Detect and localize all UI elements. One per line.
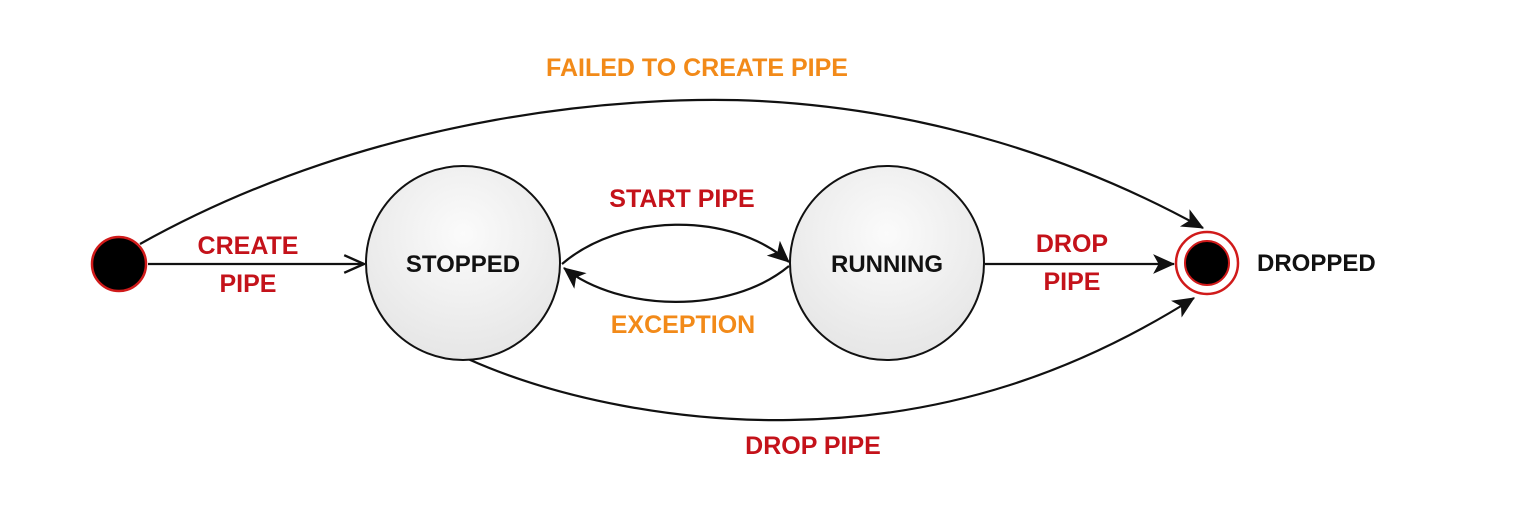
label-drop-pipe-stopped: DROP PIPE	[745, 432, 881, 460]
state-running: RUNNING	[789, 165, 985, 361]
state-dropped-label: DROPPED	[1257, 250, 1376, 277]
label-start-pipe: START PIPE	[609, 185, 754, 213]
state-stopped-label: STOPPED	[406, 251, 520, 278]
edge-failed-to-create	[139, 98, 1204, 245]
final-state-core	[1184, 240, 1230, 286]
label-failed-to-create: FAILED TO CREATE PIPE	[546, 54, 848, 82]
state-running-label: RUNNING	[831, 251, 943, 278]
initial-state	[90, 235, 148, 293]
label-drop-pipe-running-line1: DROP	[1036, 230, 1108, 258]
label-drop-pipe-running-line2: PIPE	[1044, 268, 1101, 296]
edge-start-pipe	[561, 223, 790, 265]
edge-exception	[563, 265, 790, 303]
label-create-pipe-line2: PIPE	[220, 270, 277, 298]
state-stopped: STOPPED	[365, 165, 561, 361]
label-exception: EXCEPTION	[611, 311, 755, 339]
label-create-pipe-line1: CREATE	[198, 232, 299, 260]
state-dropped: DROPPED	[1174, 230, 1376, 296]
edge-drop-pipe-stopped	[467, 297, 1195, 422]
